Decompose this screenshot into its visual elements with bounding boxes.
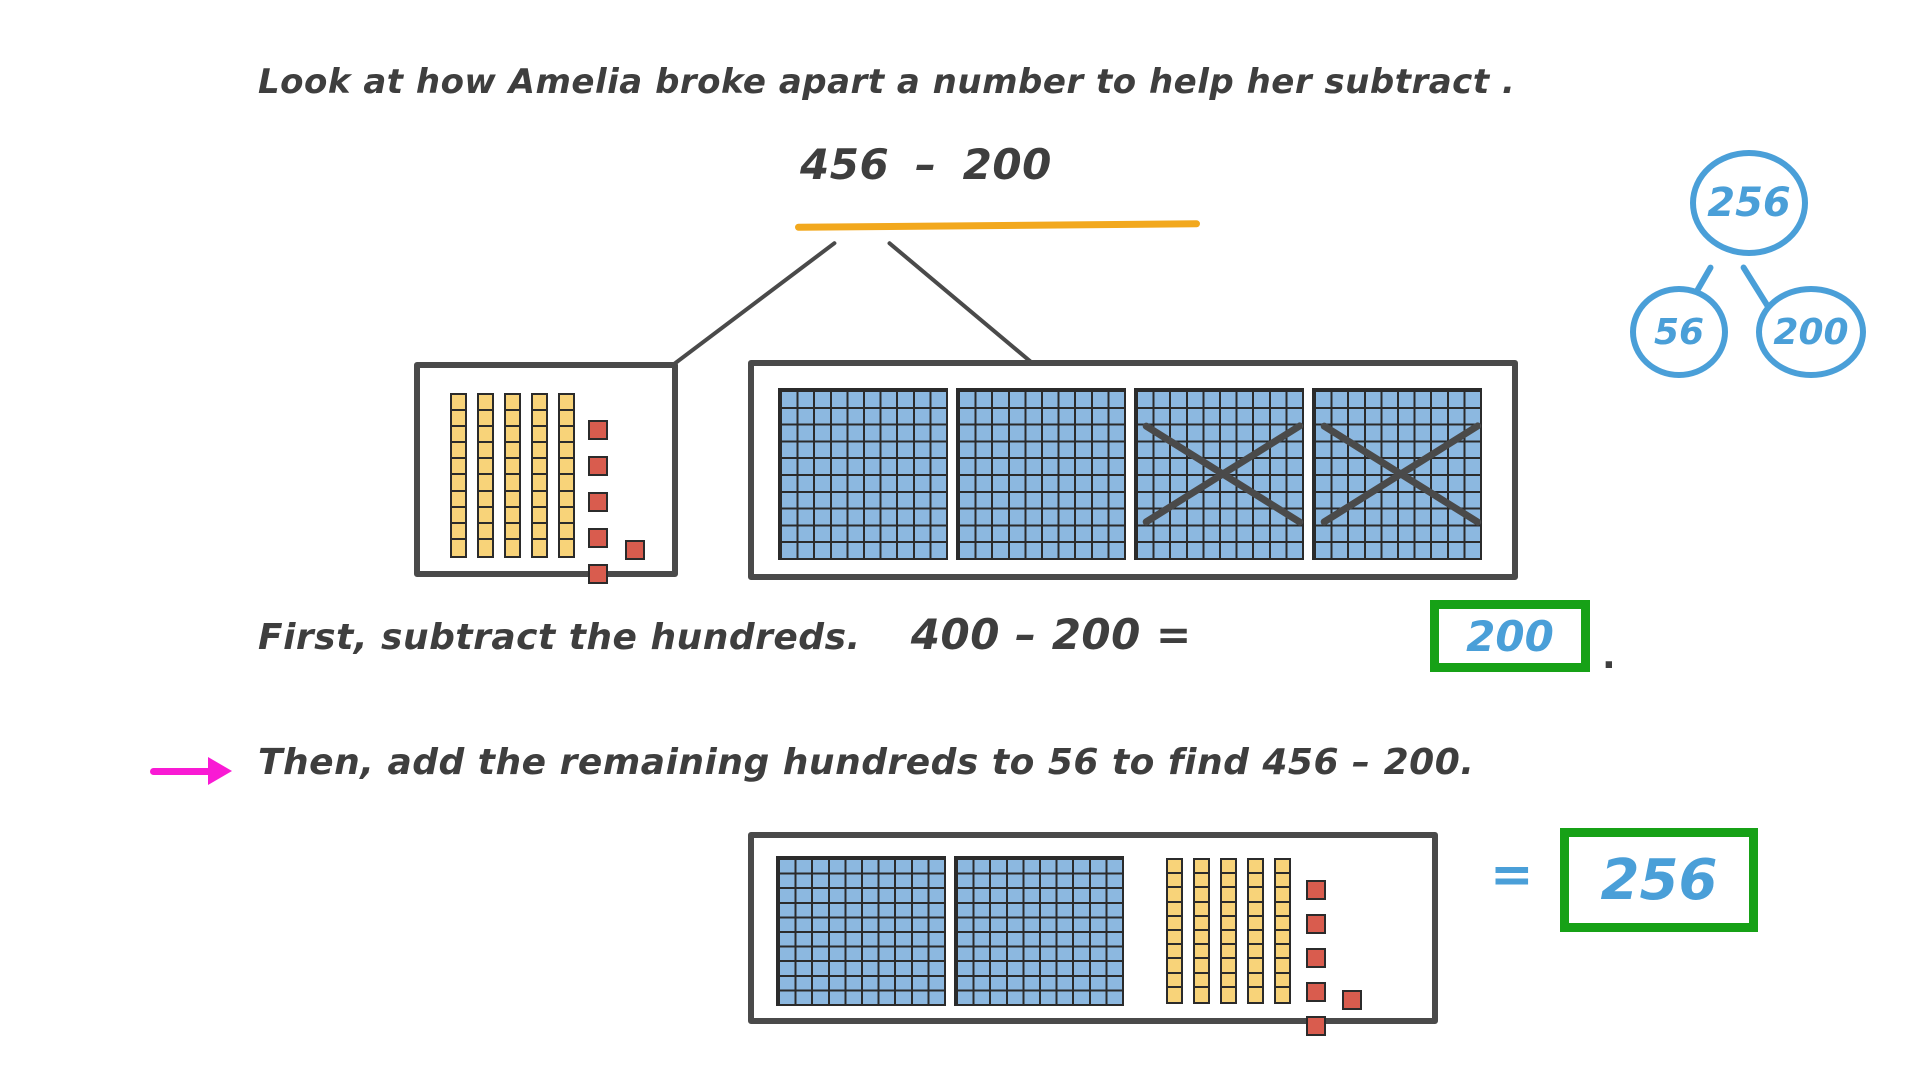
number-bond-whole-value: 256 [1707,180,1791,226]
page-title: Look at how Amelia broke apart a number … [258,62,1516,102]
equation-operator: – [915,140,937,189]
block-box-four-hundred [748,360,1518,580]
step-first-equation: 400 – 200 = [910,610,1192,659]
tens-rod [477,393,494,558]
hundred-flat [776,856,946,1006]
tens-rod [450,393,467,558]
step-first-sentence: First, subtract the hundreds. [258,617,861,658]
tens-rod [1220,858,1237,1004]
answer-box-first[interactable]: 200 [1430,600,1590,672]
tens-rod [531,393,548,558]
result-unit-cube-column [1306,880,1326,1036]
hundred-flat [956,388,1126,560]
tens-rod [1166,858,1183,1004]
answer-box-first-value: 200 [1466,611,1554,661]
unit-cube [588,420,608,440]
hundred-flat [778,388,948,560]
equation-underline [794,220,1201,231]
result-equals-sign: = [1490,845,1534,905]
unit-cube [1306,982,1326,1002]
tens-rod [558,393,575,558]
unit-cube [588,564,608,584]
number-bond-part-left-value: 56 [1653,311,1705,353]
main-equation: 456–200 [800,140,1052,189]
block-box-result [748,832,1438,1036]
arrow-head-icon [208,757,232,785]
number-bond-part-right: 200 [1756,286,1866,378]
step-then-sentence: Then, add the remaining hundreds to 56 t… [258,742,1475,783]
block-box-fifty-six [414,362,678,584]
unit-cube [1306,880,1326,900]
unit-cube [1306,914,1326,934]
step-first-line: First, subtract the hundreds. 400 – 200 … [258,610,1192,659]
number-bond-part-left: 56 [1630,286,1728,378]
unit-cube [1342,990,1362,1010]
number-bond-whole: 256 [1690,150,1808,256]
arrow-shaft-icon [150,768,218,775]
tens-rod [504,393,521,558]
hundred-flat [954,856,1124,1006]
number-bond-part-right-value: 200 [1773,311,1849,353]
result-hundred-flat-group [776,856,1124,1006]
equation-minuend: 456 [800,140,890,189]
unit-cube-column [588,420,608,584]
first-line-period: . [1602,636,1616,677]
hundred-flat-group [778,388,1482,560]
result-tens-rod-group [1166,858,1291,1004]
hundred-flat-crossed [1312,388,1482,560]
hundred-flat-crossed [1134,388,1304,560]
equation-subtrahend: 200 [962,140,1052,189]
unit-cube [588,456,608,476]
answer-box-result-value: 256 [1600,847,1718,913]
tens-rod [1247,858,1264,1004]
tens-rod-group [450,393,575,558]
unit-cube [588,528,608,548]
tens-rod [1274,858,1291,1004]
tens-rod [1193,858,1210,1004]
answer-box-result[interactable]: 256 [1560,828,1758,932]
unit-cube [588,492,608,512]
unit-cube [1306,1016,1326,1036]
unit-cube [625,540,645,560]
unit-cube [1306,948,1326,968]
